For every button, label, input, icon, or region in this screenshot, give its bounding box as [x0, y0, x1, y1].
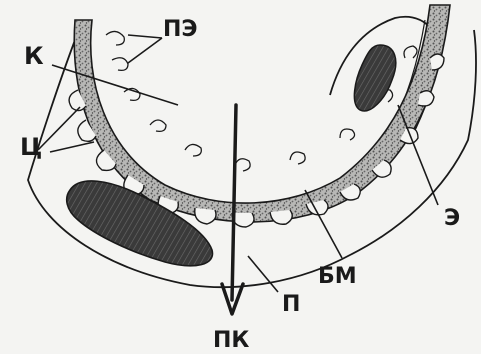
label-p: П [282, 292, 300, 317]
label-ts: Ц [20, 133, 42, 161]
label-k: К [24, 42, 44, 70]
label-e: Э [444, 206, 460, 231]
label-pe: ПЭ [163, 17, 198, 42]
label-pk: ПК [213, 328, 249, 353]
outer-tissue-outline [28, 30, 476, 287]
label-bm: БМ [318, 264, 357, 289]
